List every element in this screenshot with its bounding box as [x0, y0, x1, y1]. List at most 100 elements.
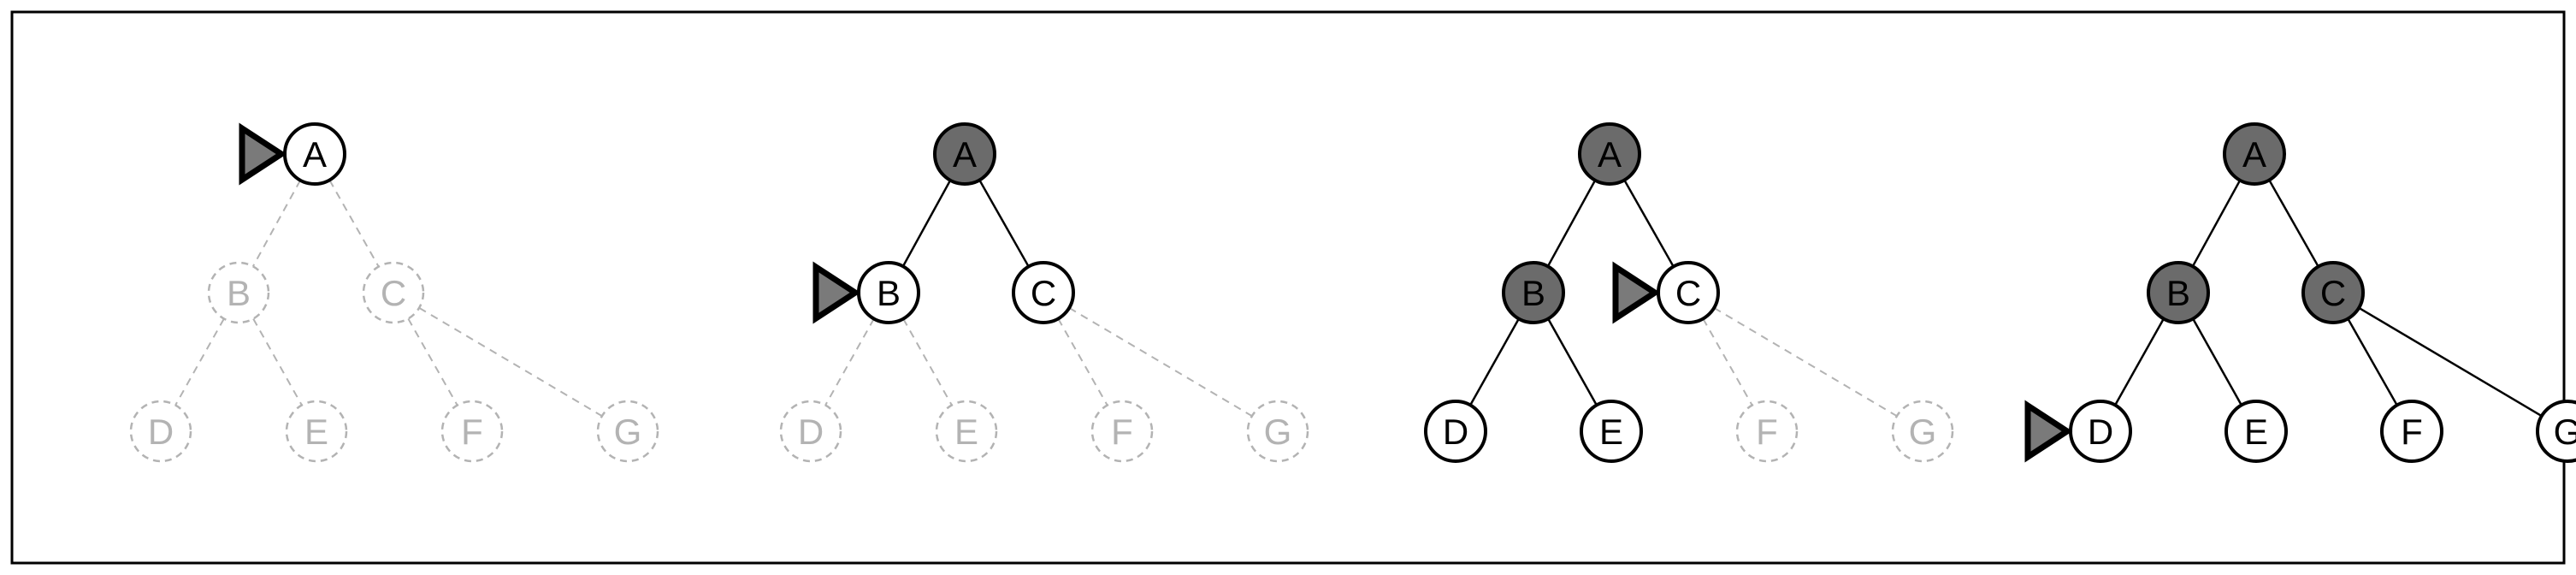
node-circle	[2224, 400, 2288, 463]
node-g: G	[2536, 400, 2576, 463]
edge-b-d	[2114, 317, 2165, 406]
edge-a-c	[1623, 179, 1675, 268]
edge-c-f	[2347, 317, 2398, 406]
node-circle	[596, 400, 659, 463]
edge-b-e	[1547, 317, 1598, 406]
tree-panel-4: A B C D E F G	[2024, 122, 2576, 463]
edge-b-d	[824, 318, 875, 406]
node-b: B	[857, 261, 920, 324]
node-label: E	[304, 412, 328, 452]
node-d: D	[129, 400, 192, 463]
node-c: C	[1012, 261, 1075, 324]
edge-a-b	[901, 180, 952, 267]
node-label: G	[1264, 412, 1292, 452]
current-node-marker-icon	[239, 122, 287, 186]
node-label: E	[2244, 412, 2268, 452]
edge-c-g	[2358, 306, 2543, 418]
node-circle	[1502, 261, 1565, 324]
node-label: F	[461, 412, 483, 452]
edge-a-b	[1546, 180, 1597, 267]
node-e: E	[2224, 400, 2288, 463]
node-d: D	[1424, 400, 1487, 463]
node-label: C	[1031, 273, 1056, 313]
node-circle	[207, 261, 270, 324]
edge-c-f	[1057, 317, 1108, 406]
edge-a-b	[251, 180, 302, 267]
node-g: G	[1891, 400, 1954, 463]
node-circle	[1012, 261, 1075, 324]
node-e: E	[935, 400, 998, 463]
node-circle	[1891, 400, 1954, 463]
node-circle	[1090, 400, 1154, 463]
node-d: D	[2069, 400, 2132, 463]
node-a: A	[1578, 122, 1641, 186]
node-label: C	[1675, 273, 1701, 313]
node-b: B	[2147, 261, 2210, 324]
edge-b-d	[174, 318, 225, 406]
node-g: G	[1246, 400, 1309, 463]
node-c: C	[1657, 261, 1720, 324]
edge-c-f	[407, 317, 458, 406]
tree-panel-2: A B C D E F G	[779, 122, 1309, 463]
node-circle	[2301, 261, 2365, 324]
edge-b-e	[252, 318, 303, 406]
node-circle	[933, 122, 996, 186]
node-label: B	[1521, 273, 1545, 313]
current-node-marker-icon	[2024, 400, 2073, 463]
node-a: A	[283, 122, 346, 186]
node-f: F	[440, 400, 504, 463]
node-circle	[1246, 400, 1309, 463]
node-a: A	[933, 122, 996, 186]
node-label: G	[614, 412, 642, 452]
node-circle	[285, 400, 348, 463]
node-circle	[129, 400, 192, 463]
node-label: F	[1756, 412, 1778, 452]
node-label: E	[1599, 412, 1623, 452]
node-circle	[2380, 400, 2443, 463]
node-circle	[935, 400, 998, 463]
node-label: F	[1111, 412, 1133, 452]
node-circle	[2223, 122, 2286, 186]
edge-a-b	[2191, 180, 2242, 267]
node-label: D	[2088, 412, 2113, 452]
node-c: C	[2301, 261, 2365, 324]
node-c: C	[362, 261, 425, 324]
node-circle	[1580, 400, 1643, 463]
node-circle	[1424, 400, 1487, 463]
node-circle	[362, 261, 425, 324]
edge-b-d	[1469, 317, 1520, 406]
node-circle	[1735, 400, 1799, 463]
node-e: E	[285, 400, 348, 463]
node-f: F	[1735, 400, 1799, 463]
tree-panel-3: A B C D E F G	[1424, 122, 1954, 463]
current-node-marker-icon	[1612, 261, 1661, 324]
current-node-marker-icon	[812, 261, 861, 324]
node-label: A	[303, 134, 327, 175]
edge-c-f	[1702, 317, 1753, 406]
figure-frame	[10, 10, 2566, 565]
node-circle	[779, 400, 842, 463]
node-label: B	[2166, 273, 2190, 313]
node-label: E	[954, 412, 978, 452]
edge-a-c	[2268, 179, 2319, 268]
node-label: C	[2320, 273, 2346, 313]
edge-b-e	[902, 318, 953, 406]
node-label: F	[2401, 412, 2423, 452]
node-label: D	[1443, 412, 1468, 452]
node-circle	[2147, 261, 2210, 324]
edge-a-c	[978, 179, 1030, 268]
node-label: A	[1598, 134, 1622, 175]
node-e: E	[1580, 400, 1643, 463]
node-g: G	[596, 400, 659, 463]
node-label: A	[2242, 134, 2266, 175]
node-f: F	[2380, 400, 2443, 463]
node-label: D	[798, 412, 824, 452]
node-label: A	[953, 134, 977, 175]
node-d: D	[779, 400, 842, 463]
node-label: G	[1909, 412, 1937, 452]
node-circle	[1578, 122, 1641, 186]
node-label: D	[148, 412, 174, 452]
node-label: C	[381, 273, 406, 313]
